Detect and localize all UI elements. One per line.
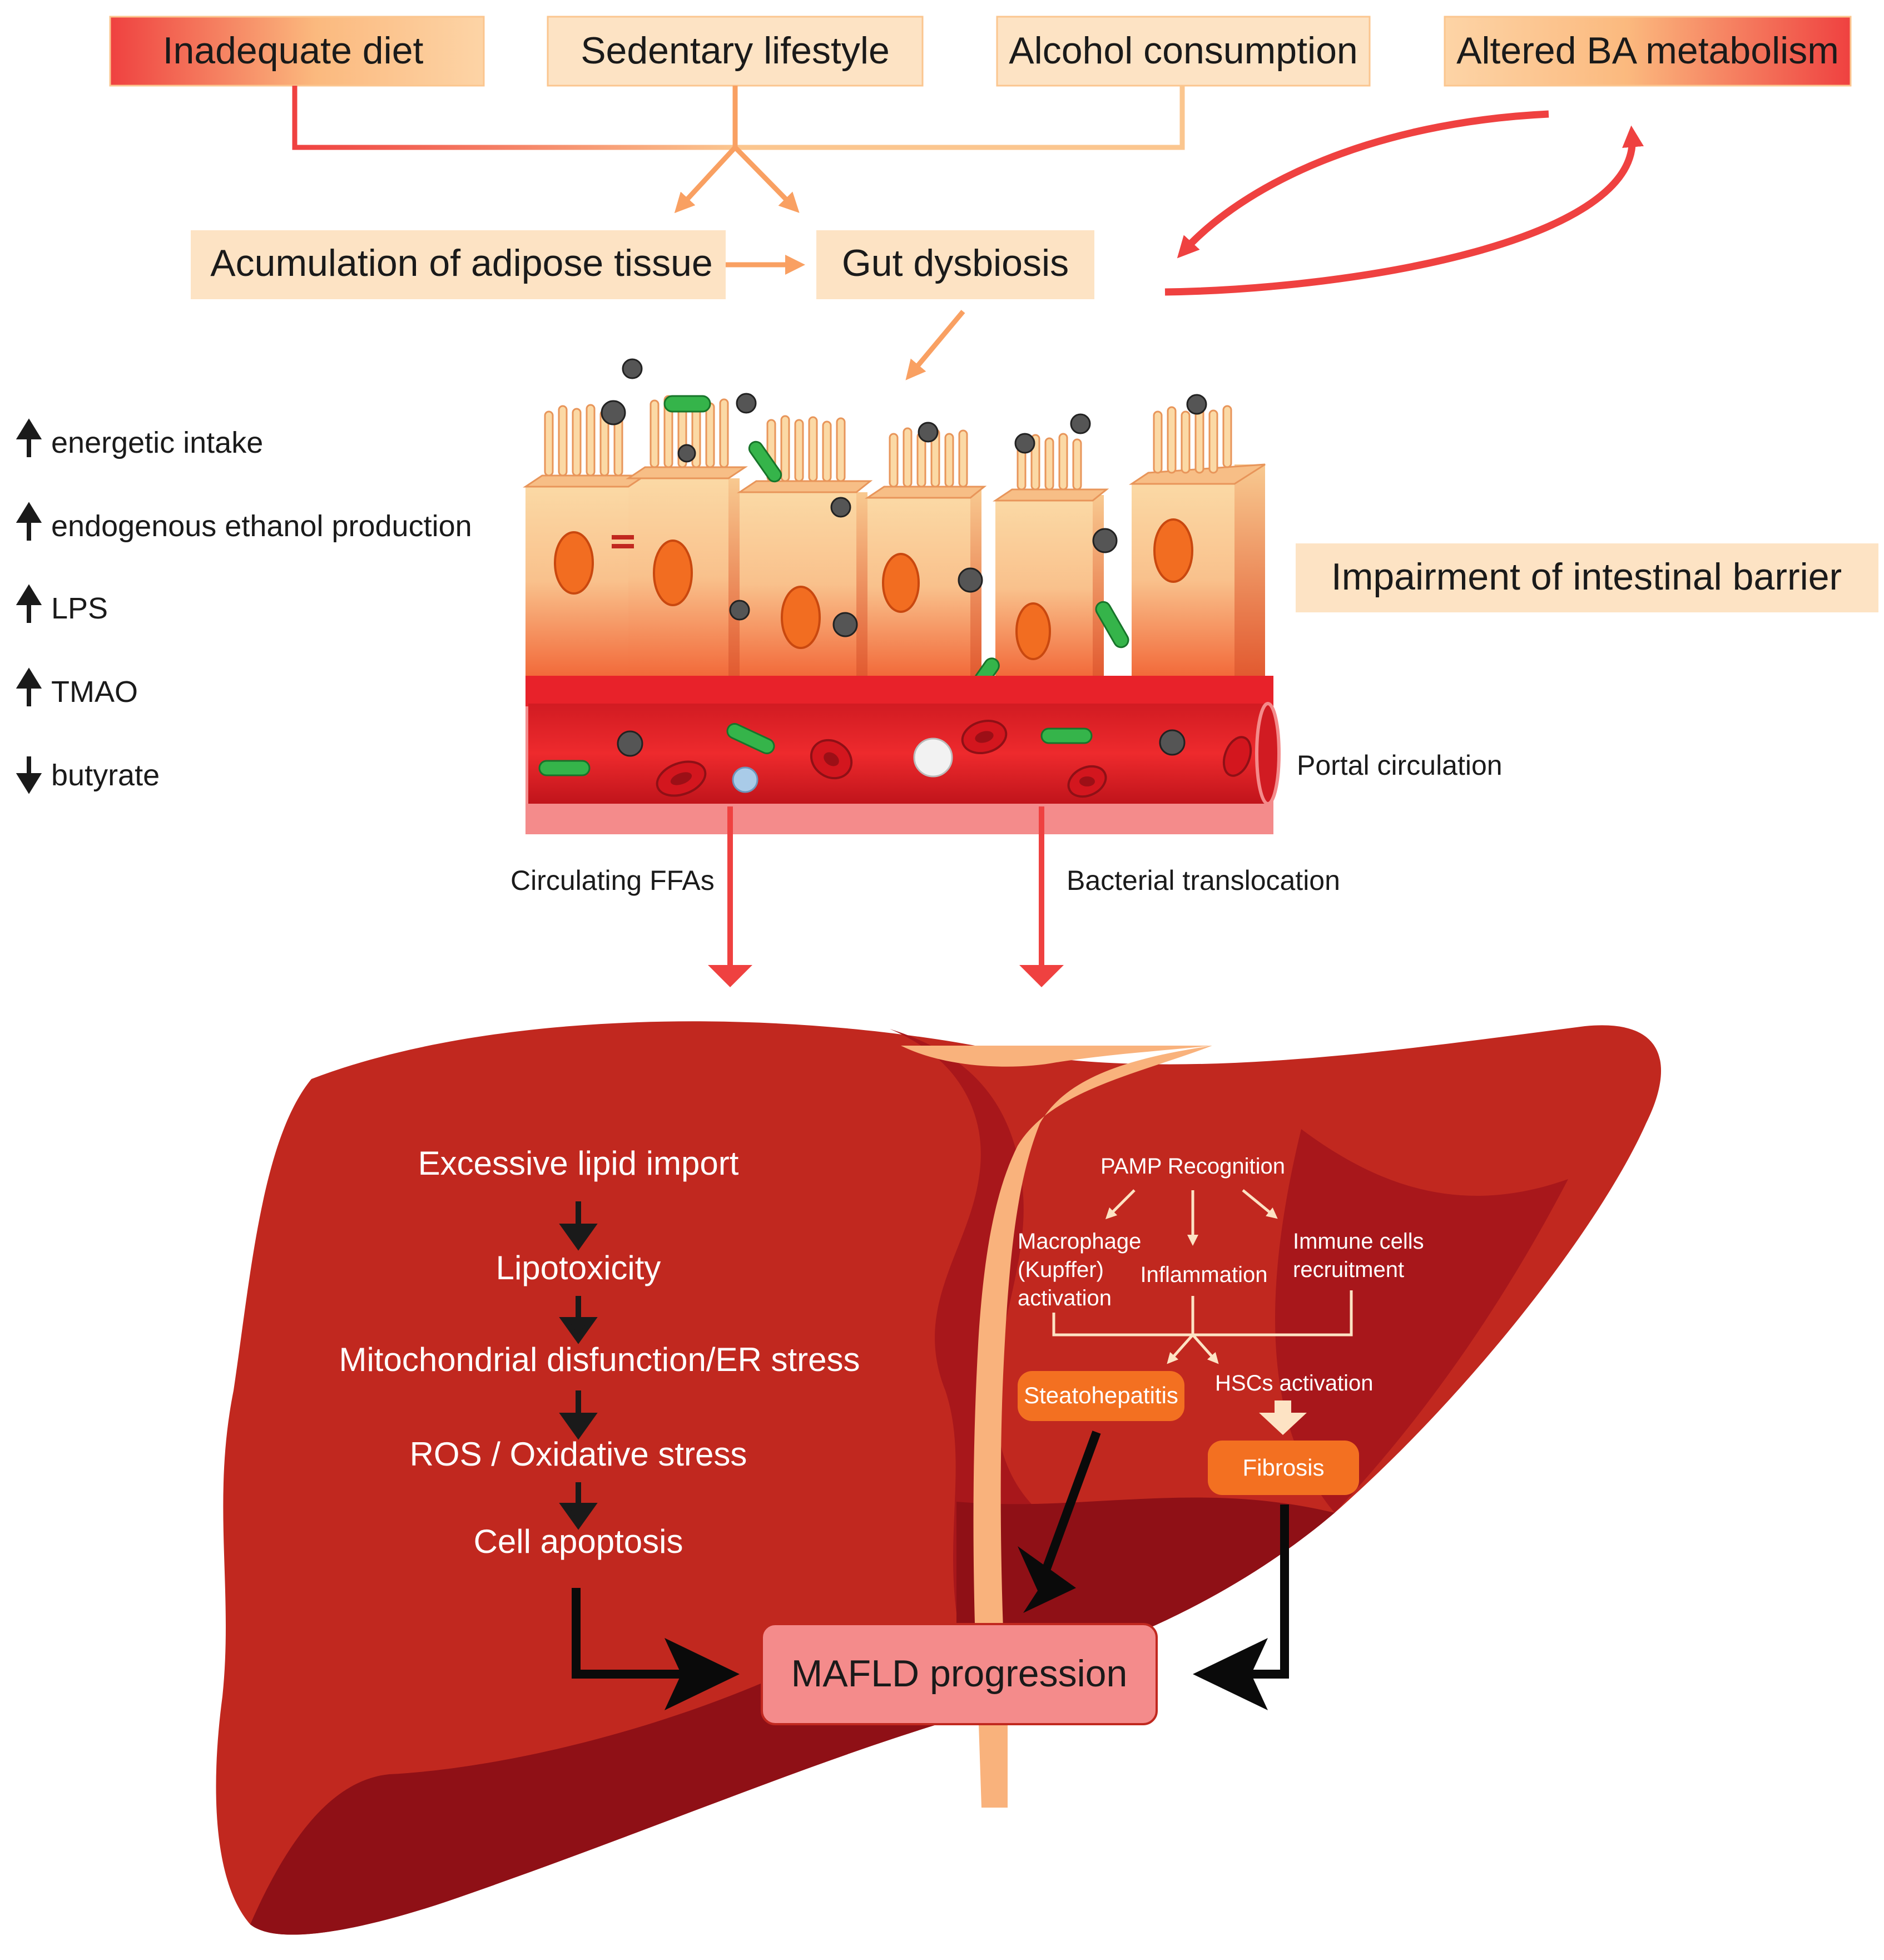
impairment-label: Impairment of intestinal barrier: [1331, 556, 1842, 598]
risk-factor-sedentary-lifestyle: Sedentary lifestyle: [547, 16, 924, 87]
immune-pathway: PAMP Recognition Macrophage (Kupffer) ac…: [1018, 1154, 1424, 1495]
arrow-up-icon: [16, 584, 42, 623]
mafld-progression-label: MAFLD progression: [791, 1652, 1128, 1695]
immune-convergence-connector: [1052, 1290, 1353, 1364]
gut-dysbiosis-label: Gut dysbiosis: [842, 242, 1069, 284]
effect-item: endogenous ethanol production: [16, 502, 472, 543]
effect-label: endogenous ethanol production: [51, 509, 472, 543]
altered-ba-metabolism-label: Altered BA metabolism: [1456, 29, 1839, 72]
fibrosis-pill: Fibrosis: [1208, 1441, 1359, 1495]
lipid-pathway-arrows: [559, 1201, 598, 1530]
gut-dysbiosis-box: Gut dysbiosis: [816, 230, 1094, 299]
sedentary-lifestyle-label: Sedentary lifestyle: [581, 29, 890, 72]
risk-factor-alcohol-consumption: Alcohol consumption: [996, 16, 1371, 87]
effect-label: energetic intake: [51, 426, 263, 459]
arrow-up-icon: [16, 667, 42, 706]
effect-item: TMAO: [16, 667, 138, 709]
bacterial-translocation-label: Bacterial translocation: [1067, 865, 1340, 896]
adipose-accumulation-box: Acumulation of adipose tissue: [191, 230, 726, 299]
lipid-step: Lipotoxicity: [496, 1249, 661, 1286]
lipid-pathway: Excessive lipid import Lipotoxicity Mito…: [339, 1145, 860, 1560]
alcohol-consumption-label: Alcohol consumption: [1009, 29, 1357, 72]
lipid-step: Excessive lipid import: [418, 1145, 739, 1182]
inadequate-diet-label: Inadequate diet: [163, 29, 424, 72]
fibrosis-label: Fibrosis: [1242, 1454, 1324, 1481]
effect-item: butyrate: [16, 756, 160, 794]
outcome-arrowheads: [665, 1546, 1268, 1710]
adipose-accumulation-label: Acumulation of adipose tissue: [210, 242, 712, 284]
arrow-up-icon: [16, 418, 42, 457]
steatohepatitis-pill: Steatohepatitis: [1018, 1371, 1184, 1421]
outcome-arrows: [572, 1431, 1289, 1679]
effect-label: LPS: [51, 592, 108, 625]
mafld-progression-box: MAFLD progression: [761, 1623, 1158, 1725]
risk-factor-inadequate-diet: Inadequate diet: [109, 16, 485, 87]
effect-label: TMAO: [51, 675, 138, 709]
macrophage-label: Macrophage: [1018, 1229, 1141, 1254]
activation-label: activation: [1018, 1286, 1112, 1310]
vessel-to-liver-arrows: [708, 806, 1064, 987]
risk-factor-connector: [292, 86, 1185, 214]
steatohepatitis-label: Steatohepatitis: [1024, 1382, 1178, 1408]
hsc-activation-label: HSCs activation: [1215, 1371, 1374, 1395]
intestinal-epithelium-illustration: [523, 358, 1266, 703]
recruitment-label: recruitment: [1293, 1258, 1404, 1282]
portal-vessel-illustration: [525, 676, 1281, 834]
effect-label: butyrate: [51, 759, 160, 792]
portal-circulation-label: Portal circulation: [1297, 750, 1503, 781]
circulating-ffas-label: Circulating FFAs: [510, 865, 715, 896]
arrow-up-icon: [16, 502, 42, 541]
effect-item: LPS: [16, 584, 108, 625]
impairment-label-box: Impairment of intestinal barrier: [1296, 543, 1878, 612]
pamp-recognition-label: PAMP Recognition: [1100, 1154, 1285, 1179]
dysbiosis-effects-list: energetic intake endogenous ethanol prod…: [16, 418, 472, 794]
ba-feedback-loop: [1164, 110, 1644, 296]
hsc-to-fibrosis-arrow: [1259, 1400, 1307, 1435]
lipid-step: Mitochondrial disfunction/ER stress: [339, 1341, 860, 1378]
lipid-step: ROS / Oxidative stress: [410, 1436, 747, 1473]
dysbiosis-to-barrier-arrow: [905, 310, 965, 380]
effect-item: energetic intake: [16, 418, 263, 459]
immune-cells-label: Immune cells: [1293, 1229, 1424, 1254]
arrow-down-icon: [16, 756, 42, 794]
kupffer-label: (Kupffer): [1018, 1258, 1104, 1282]
inflammation-label: Inflammation: [1141, 1263, 1268, 1287]
risk-factor-altered-ba-metabolism: Altered BA metabolism: [1444, 16, 1852, 87]
